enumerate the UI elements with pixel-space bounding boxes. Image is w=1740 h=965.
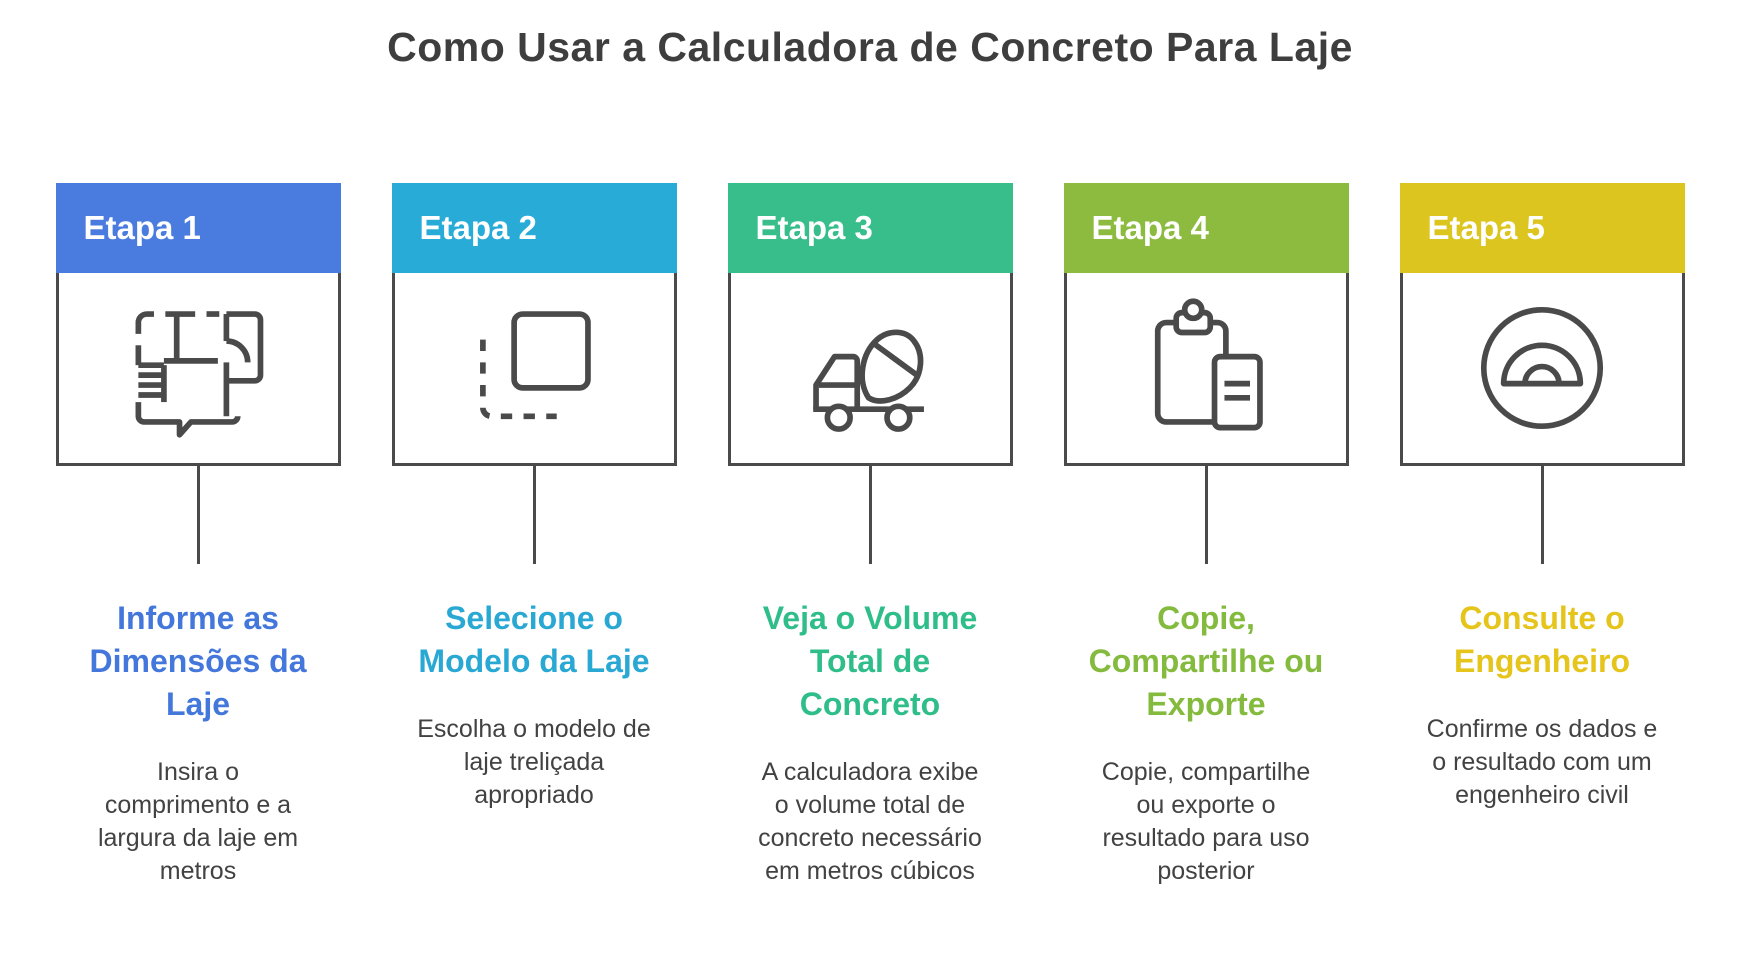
slab-layers-icon [480,311,591,420]
connector-line [532,466,536,564]
step-label: Etapa 5 [1427,209,1545,246]
connector-line [196,466,200,564]
step-heading: Copie, Compartilhe ou Exporte [1088,600,1324,722]
step-heading: Informe as Dimensões da Laje [89,600,307,722]
step-header-1: Etapa 1 [55,183,341,273]
step-label: Etapa 4 [1091,209,1209,246]
step-heading: Consulte o Engenheiro [1453,600,1630,679]
clipboard-document-icon [1154,298,1263,431]
step-column-5: Etapa 5 Consulte o Engenheiro Confirme o… [1399,183,1685,888]
step-description: Escolha o modelo de laje treliçada aprop… [417,715,651,809]
floor-plan-icon [135,311,264,438]
steps-row: Etapa 1 Informe as [0,183,1740,888]
step-heading: Veja o Volume Total de Concreto [762,600,978,722]
connector-line [1204,466,1208,564]
step-icon-box-4 [1063,273,1349,466]
step-column-2: Etapa 2 Selecione o Modelo da Laje Escol… [391,183,677,888]
step-header-2: Etapa 2 [391,183,677,273]
step-header-4: Etapa 4 [1063,183,1349,273]
step-description: A calculadora exibe o volume total de co… [758,758,982,885]
step-heading: Selecione o Modelo da Laje [418,600,650,679]
step-icon-box-5 [1399,273,1685,466]
protractor-icon [1480,306,1604,430]
step-icon-box-1 [55,273,341,466]
step-column-1: Etapa 1 Informe as [55,183,341,888]
step-header-3: Etapa 3 [727,183,1013,273]
page-title: Como Usar a Calculadora de Concreto Para… [387,24,1353,70]
connector-line [868,466,872,564]
step-icon-box-2 [391,273,677,466]
step-column-3: Etapa 3 Veja o Volume Total de Concreto … [727,183,1013,888]
step-header-5: Etapa 5 [1399,183,1685,273]
mixer-truck-icon [813,329,924,432]
step-icon-box-3 [727,273,1013,466]
step-description: Confirme os dados e o resultado com um e… [1426,715,1658,809]
connector-line [1540,466,1544,564]
step-column-4: Etapa 4 Copie, Compartilhe ou Exporte Co… [1063,183,1349,888]
step-label: Etapa 2 [419,209,537,246]
step-description: Insira o comprimento e a largura da laje… [97,758,299,885]
step-label: Etapa 1 [83,209,201,246]
step-label: Etapa 3 [755,209,873,246]
step-description: Copie, compartilhe ou exporte o resultad… [1101,758,1311,885]
